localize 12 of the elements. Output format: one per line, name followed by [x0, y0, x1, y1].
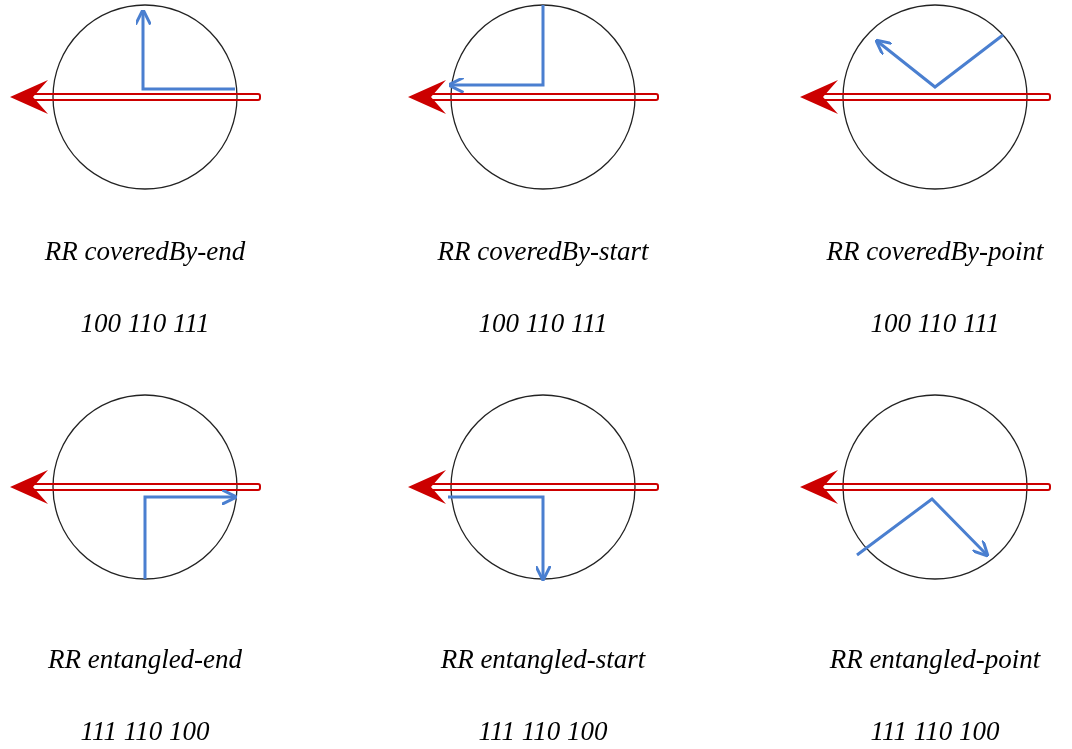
code-label: 100 110 111 — [870, 307, 1000, 339]
relation-caption: RR entangled-end — [47, 643, 243, 675]
relation-caption: RR coveredBy-point — [826, 235, 1044, 267]
code-label: 111 110 100 — [80, 715, 210, 747]
code-label: 111 110 100 — [478, 715, 608, 747]
code-label: 100 110 111 — [80, 307, 210, 339]
code-label: 100 110 111 — [478, 307, 608, 339]
relation-caption: RR entangled-start — [440, 643, 646, 675]
relation-caption: RR coveredBy-end — [44, 235, 246, 267]
code-label: 111 110 100 — [870, 715, 1000, 747]
relation-caption: RR entangled-point — [829, 643, 1041, 675]
relation-caption: RR coveredBy-start — [437, 235, 649, 267]
